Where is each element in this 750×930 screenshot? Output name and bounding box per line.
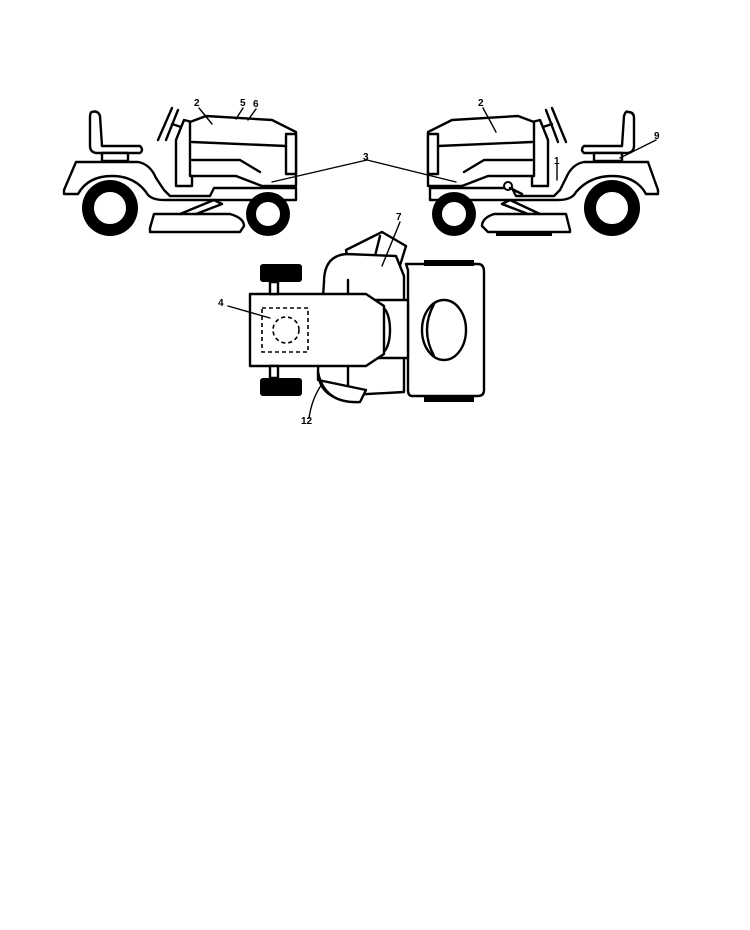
right-seat-back — [580, 110, 636, 155]
left-grille — [284, 132, 298, 176]
callout-9: 9 — [654, 131, 660, 142]
callout-3: 3 — [363, 152, 369, 163]
top-hood — [248, 292, 386, 368]
callout-labels: 2 5 6 3 2 9 1 7 4 12 — [194, 98, 660, 427]
left-seat-post — [100, 151, 130, 163]
callout-6: 6 — [253, 99, 259, 110]
right-rear-body — [428, 160, 660, 202]
callout-7: 7 — [396, 212, 402, 223]
callout-12: 12 — [301, 416, 313, 427]
callout-1: 1 — [554, 156, 560, 167]
callout-2-left: 2 — [194, 98, 200, 109]
tractor-left-side-view — [62, 106, 298, 236]
left-rear-body — [62, 160, 298, 202]
top-rear-wheel-right — [424, 396, 474, 402]
callout-4: 4 — [218, 298, 224, 309]
right-steering-wheel — [550, 106, 568, 144]
left-steering-wheel — [156, 106, 174, 142]
top-front-wheel-right — [260, 378, 302, 396]
callout-2-right: 2 — [478, 98, 484, 109]
right-seat-post — [592, 151, 624, 163]
left-mower-deck — [148, 212, 246, 234]
top-rear-wheel-left — [424, 260, 474, 266]
top-engine-area — [261, 307, 309, 353]
left-seat-back — [88, 110, 144, 155]
tractor-top-view — [248, 230, 486, 404]
right-grille — [426, 132, 440, 176]
leader-lines — [198, 107, 657, 419]
right-mower-deck — [480, 212, 572, 234]
tractor-right-side-view — [426, 106, 660, 236]
right-hood — [426, 114, 536, 188]
left-hood — [188, 114, 298, 188]
callout-5: 5 — [240, 98, 246, 109]
top-seat — [420, 298, 468, 362]
top-front-wheel-left — [260, 264, 302, 282]
